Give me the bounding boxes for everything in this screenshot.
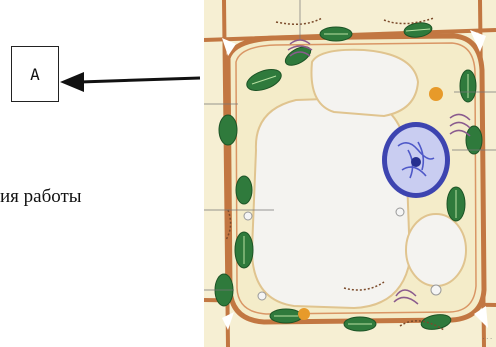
vesicle xyxy=(396,208,404,216)
oil-droplet xyxy=(298,308,310,320)
vesicle xyxy=(258,292,266,300)
label-box-text: А xyxy=(30,65,40,84)
vesicle xyxy=(244,212,252,220)
central-vacuole xyxy=(252,98,410,308)
oil-droplet xyxy=(429,87,443,101)
nucleolus xyxy=(411,157,421,167)
plant-cell-diagram xyxy=(204,0,496,347)
caption-fragment: ия работы xyxy=(0,186,82,208)
vesicle xyxy=(431,285,441,295)
watermark: · · · xyxy=(482,336,492,343)
vacuole-small xyxy=(406,214,466,286)
arrow-left-icon xyxy=(60,60,210,94)
label-box-a: А xyxy=(11,46,59,102)
vacuole-top xyxy=(311,50,418,116)
